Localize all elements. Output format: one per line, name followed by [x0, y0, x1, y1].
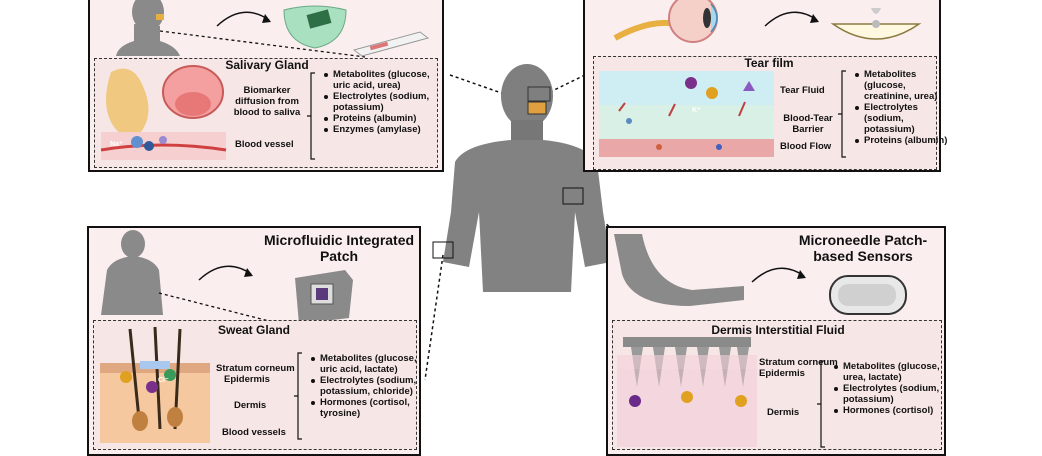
bracket [838, 70, 846, 158]
arrow-icon [198, 265, 253, 281]
blood-vessel-label: Blood vessel [235, 139, 294, 150]
sweat-panel: Microfluidic Integrated Patch Sweat Glan… [87, 226, 421, 456]
dermis-label: Dermis [234, 400, 267, 411]
list-item: Electrolytes (sodium, potassium) [324, 91, 448, 113]
isf-panel: Microneedle Patch-based Sensors Dermis I… [606, 226, 946, 456]
list-item: Proteins (albumin) [324, 113, 448, 124]
stratum-corneum-label: Stratum corneum [759, 357, 838, 368]
contact-lens-icon [830, 8, 922, 40]
salivary-biomarker-list: Metabolites (glucose, uric acid, urea) E… [321, 69, 448, 135]
skin-hair-follicle-illustration [100, 326, 210, 443]
test-strip-icon [352, 31, 430, 57]
dashed-line [158, 292, 270, 322]
stratum-corneum-label: Stratum corneum [216, 363, 295, 374]
blood-vessels-label: Blood vessels [222, 427, 286, 438]
dermis-isf-box: Dermis Interstitial Fluid Stratum corneu… [612, 320, 942, 450]
mouthguard-sensor-icon [283, 5, 347, 49]
human-body-figure [432, 64, 611, 292]
list-item: Metabolites (glucose, creatinine, urea) [855, 69, 954, 102]
salivary-gland-title: Salivary Gland [225, 58, 309, 72]
dashed-line [159, 30, 366, 58]
blood-flow-label: Blood Flow [780, 141, 832, 152]
sweat-gland-title: Sweat Gland [217, 323, 291, 337]
head-silhouette-icon [116, 0, 180, 56]
tear-film-box: Tear film Tear Fluid Blood-Tear Barrier … [593, 56, 947, 170]
eye-cross-section-icon [613, 0, 718, 43]
salivary-panel: Salivary Gland Biomarker diffusion from … [88, 0, 444, 172]
isf-biomarker-list: Metabolites (glucose, urea, lactate) Ele… [831, 361, 953, 416]
microfluidic-patch-title: Microfluidic Integrated Patch [263, 232, 415, 264]
hand-patch-icon [295, 270, 353, 324]
tear-biomarker-list: Metabolites (glucose, creatinine, urea) … [852, 69, 954, 146]
list-item: Electrolytes (sodium, potassium, chlorid… [311, 375, 426, 397]
list-item: Proteins (albumin) [855, 135, 954, 146]
arrow-icon [216, 11, 271, 27]
arrow-icon [751, 267, 806, 283]
arrow-icon [764, 11, 819, 27]
bracket [294, 352, 302, 440]
sweat-gland-box: Sweat Gland Stratum corneum Epidermis De… [93, 320, 417, 450]
dermis-isf-title: Dermis Interstitial Fluid [711, 323, 845, 337]
list-item: Electrolytes (sodium, potassium) [855, 102, 954, 135]
sweat-biomarker-list: Metabolites (glucose, uric acid, lactate… [308, 353, 426, 419]
blood-tear-barrier-label: Blood-Tear Barrier [783, 113, 833, 135]
salivary-gland-illustration [100, 65, 227, 160]
epidermis-label: Epidermis [759, 368, 805, 379]
list-item: Enzymes (amylase) [324, 124, 448, 135]
list-item: Metabolites (glucose, uric acid, urea) [324, 69, 448, 91]
list-item: Electrolytes (sodium, potassium) [834, 383, 953, 405]
potassium-ion-label: K⁺ [692, 107, 701, 114]
diffusion-label: Biomarker diffusion from blood to saliva [233, 85, 301, 118]
microneedle-skin-illustration [617, 337, 757, 447]
epidermis-label: Epidermis [224, 374, 270, 385]
dermis-label: Dermis [767, 407, 800, 418]
bracket [817, 360, 825, 448]
bracket [307, 72, 315, 160]
microneedle-patch-icon [829, 275, 907, 315]
list-item: Hormones (cortisol) [834, 405, 953, 416]
torso-silhouette-icon [101, 230, 163, 315]
chloride-ion-label: Cl⁻ [158, 377, 169, 384]
tear-film-title: Tear film [744, 56, 794, 70]
tear-panel: Tear film Tear Fluid Blood-Tear Barrier … [583, 0, 947, 172]
arm-silhouette-icon [614, 234, 744, 306]
sodium-ion-label: Na⁺ [110, 141, 123, 148]
list-item: Metabolites (glucose, urea, lactate) [834, 361, 953, 383]
list-item: Metabolites (glucose, uric acid, lactate… [311, 353, 426, 375]
tear-film-illustration [599, 71, 774, 157]
list-item: Hormones (cortisol, tyrosine) [311, 397, 426, 419]
salivary-gland-box: Salivary Gland Biomarker diffusion from … [94, 58, 438, 168]
microneedle-patch-title: Microneedle Patch-based Sensors [798, 232, 928, 264]
tear-fluid-label: Tear Fluid [780, 85, 825, 96]
